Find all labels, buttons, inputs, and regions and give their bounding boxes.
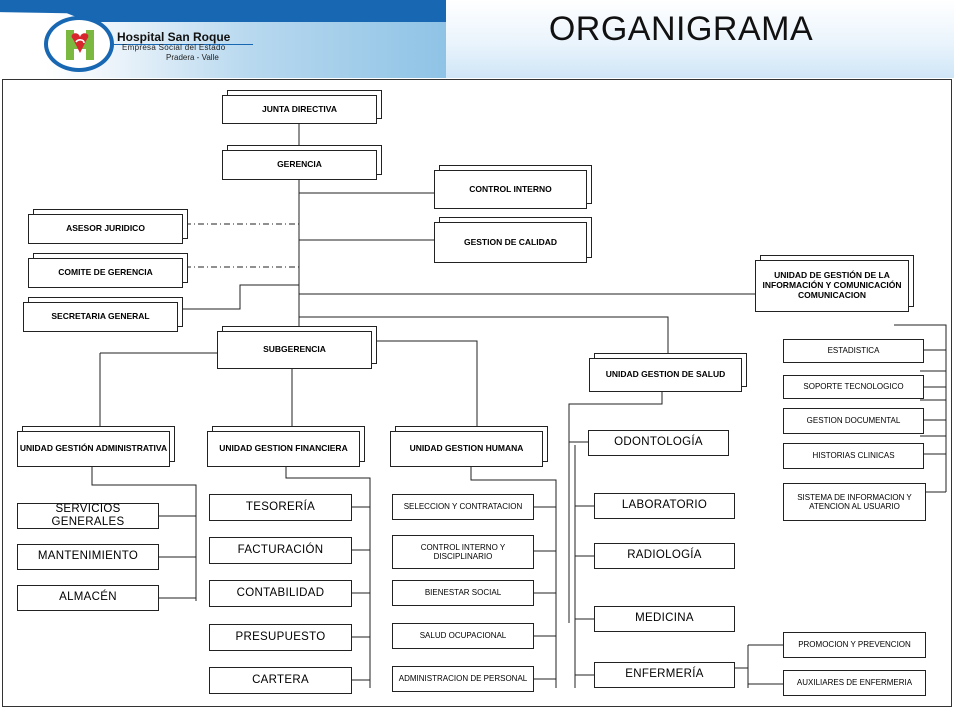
node-gerencia: GERENCIA — [222, 150, 377, 180]
node-almacen: ALMACÉN — [17, 585, 159, 611]
node-auxiliares-enfermeria: AUXILIARES DE ENFERMERIA — [783, 670, 926, 696]
node-contabilidad: CONTABILIDAD — [209, 580, 352, 607]
page-title: ORGANIGRAMA — [548, 10, 814, 48]
node-administracion-personal: ADMINISTRACION DE PERSONAL — [392, 666, 534, 692]
node-control-interno: CONTROL INTERNO — [434, 170, 587, 209]
node-unidad-informacion: UNIDAD DE GESTIÓN DE LA INFORMACIÓN Y CO… — [755, 260, 909, 312]
title-banner — [446, 0, 954, 78]
node-promocion-prevencion: PROMOCION Y PREVENCION — [783, 632, 926, 658]
node-historias-clinicas: HISTORIAS CLINICAS — [783, 443, 924, 469]
node-radiologia: RADIOLOGÍA — [594, 543, 735, 569]
node-salud-ocupacional: SALUD OCUPACIONAL — [392, 623, 534, 649]
node-laboratorio: LABORATORIO — [594, 493, 735, 519]
node-estadistica: ESTADISTICA — [783, 339, 924, 363]
node-soporte-tecnologico: SOPORTE TECNOLOGICO — [783, 375, 924, 399]
node-asesor-juridico: ASESOR JURIDICO — [28, 214, 183, 244]
node-unidad-salud: UNIDAD GESTION DE SALUD — [589, 358, 742, 392]
node-gestion-calidad: GESTION DE CALIDAD — [434, 222, 587, 263]
node-odontologia: ODONTOLOGÍA — [588, 430, 729, 456]
hospital-name-rule — [113, 44, 253, 45]
hospital-logo-icon — [66, 30, 94, 60]
node-enfermeria: ENFERMERÍA — [594, 662, 735, 688]
node-sistema-informacion: SISTEMA DE INFORMACION Y ATENCION AL USU… — [783, 483, 926, 521]
node-junta-directiva: JUNTA DIRECTIVA — [222, 95, 377, 124]
node-unidad-financiera: UNIDAD GESTION FINANCIERA — [207, 431, 360, 467]
hospital-name: Hospital San Roque — [117, 30, 231, 44]
node-medicina: MEDICINA — [594, 606, 735, 632]
node-comite-gerencia: COMITE DE GERENCIA — [28, 258, 183, 288]
node-facturacion: FACTURACIÓN — [209, 537, 352, 564]
node-subgerencia: SUBGERENCIA — [217, 331, 372, 369]
node-cartera: CARTERA — [209, 667, 352, 694]
node-unidad-administrativa: UNIDAD GESTIÓN ADMINISTRATIVA — [17, 431, 170, 467]
node-gestion-documental: GESTION DOCUMENTAL — [783, 408, 924, 434]
chart-frame — [2, 79, 952, 707]
header-banner-stripe — [0, 0, 446, 22]
node-control-disciplinario: CONTROL INTERNO Y DISCIPLINARIO — [392, 535, 534, 569]
hospital-subtitle: Empresa Social del Estado — [122, 43, 226, 52]
node-seleccion-contratacion: SELECCION Y CONTRATACION — [392, 494, 534, 520]
node-secretaria-general: SECRETARIA GENERAL — [23, 302, 178, 332]
node-tesoreria: TESORERÍA — [209, 494, 352, 521]
node-bienestar-social: BIENESTAR SOCIAL — [392, 580, 534, 606]
node-mantenimiento: MANTENIMIENTO — [17, 544, 159, 570]
node-servicios-generales: SERVICIOS GENERALES — [17, 503, 159, 529]
hospital-location: Pradera - Valle — [166, 53, 219, 62]
node-presupuesto: PRESUPUESTO — [209, 624, 352, 651]
node-unidad-humana: UNIDAD GESTION HUMANA — [390, 431, 543, 467]
